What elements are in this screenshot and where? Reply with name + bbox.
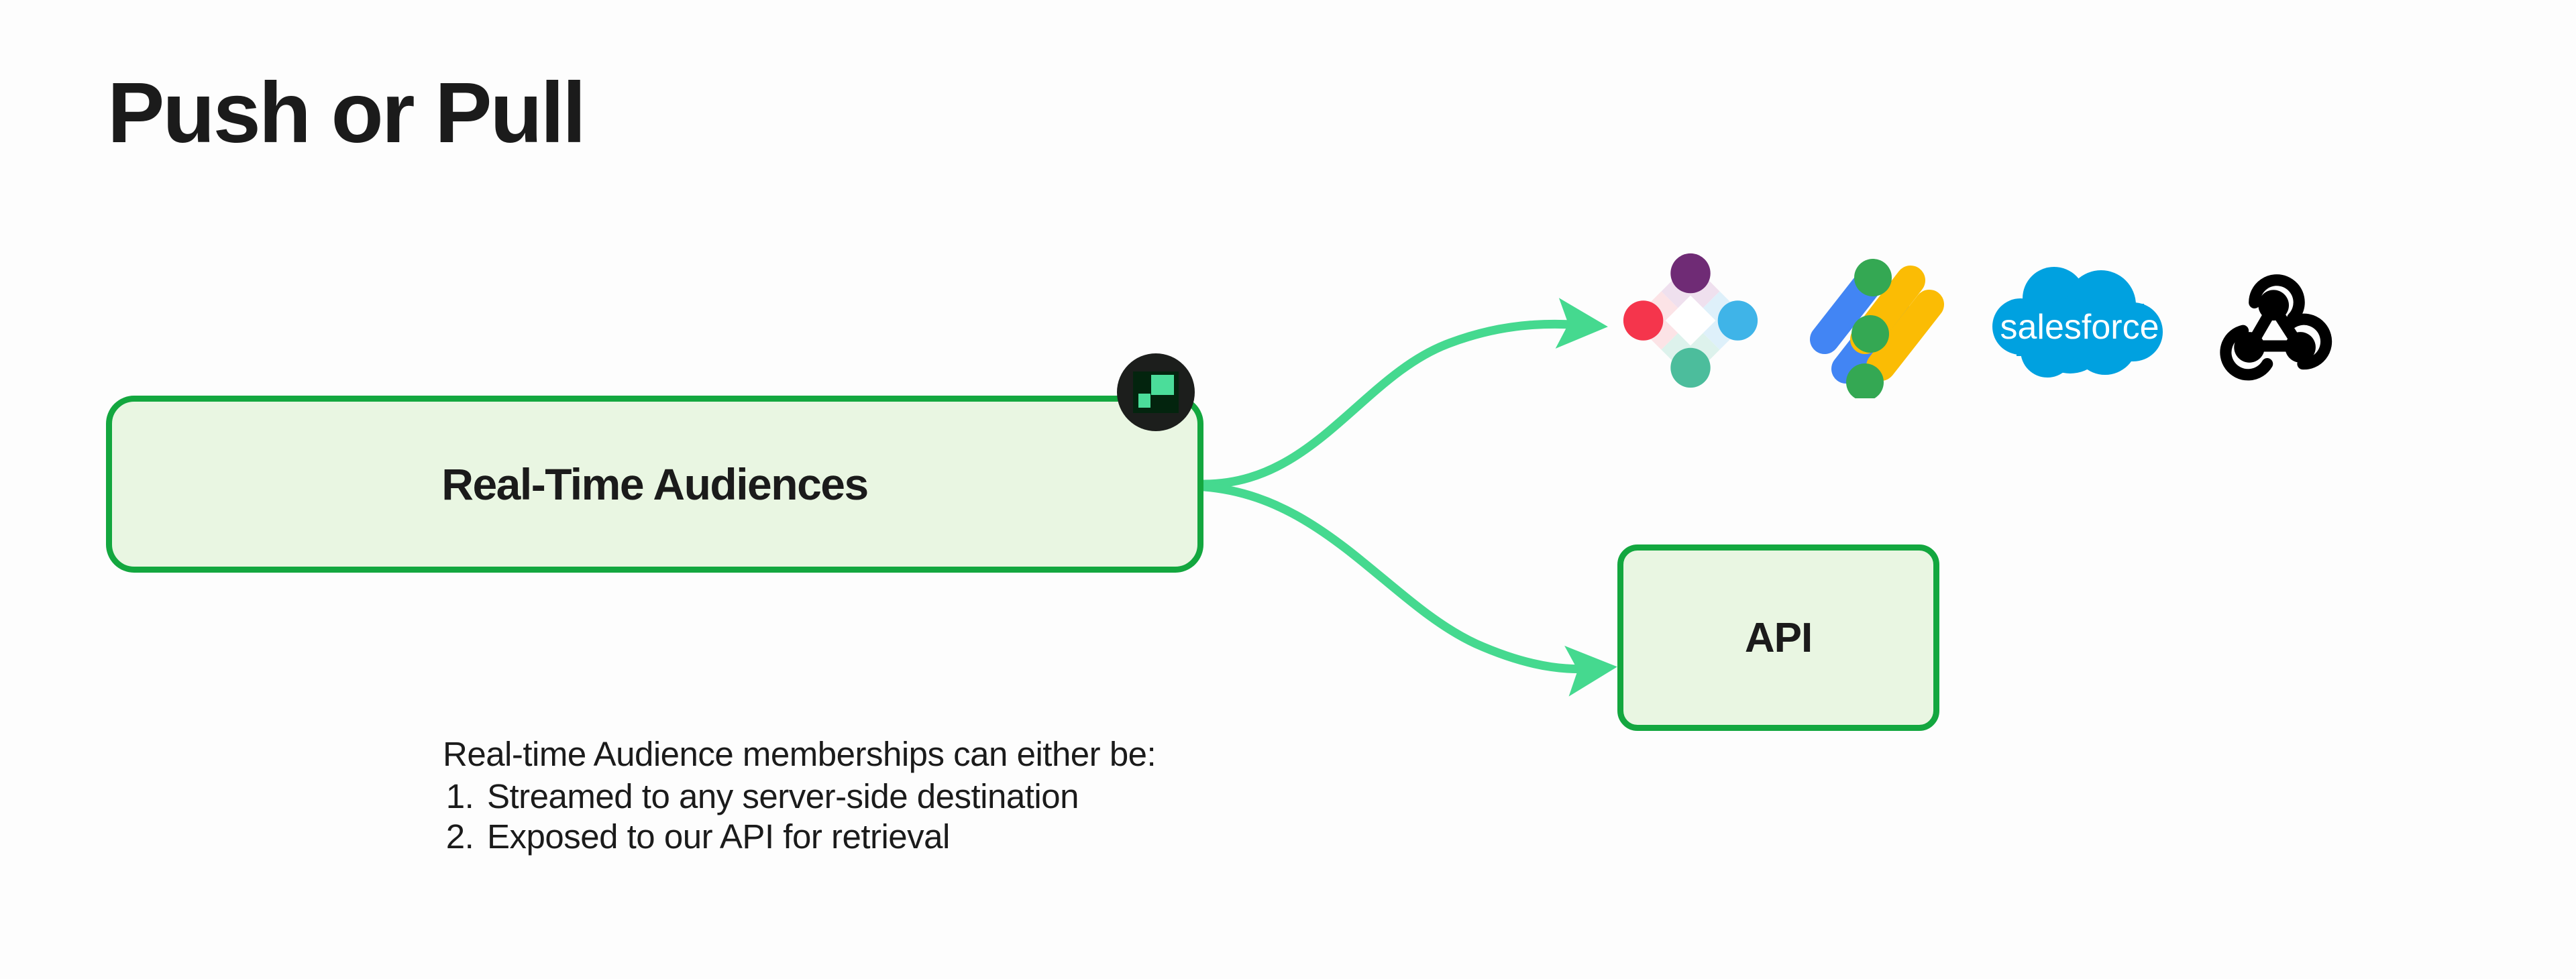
- arrow-to-destinations: [1199, 298, 1608, 489]
- segment-logo-mark: [1133, 371, 1179, 413]
- segment-logo-square-small: [1138, 394, 1150, 408]
- google-marketing-platform-logo-icon: [1810, 258, 1944, 398]
- destination-logo-row: salesforce: [1617, 231, 2375, 409]
- card-real-time-audiences[interactable]: Real-Time Audiences: [106, 396, 1203, 573]
- segment-logo-square-large: [1151, 375, 1174, 395]
- webhook-logo-icon: [2220, 274, 2332, 380]
- card-real-time-audiences-label: Real-Time Audiences: [441, 459, 869, 509]
- caption-list: Streamed to any server-side destination …: [443, 776, 1156, 857]
- salesforce-wordmark: salesforce: [2000, 308, 2159, 347]
- card-api[interactable]: API: [1617, 544, 1939, 731]
- card-api-label: API: [1744, 614, 1813, 661]
- caption-block: Real-time Audience memberships can eithe…: [443, 734, 1157, 858]
- list-item: Exposed to our API for retrieval: [483, 817, 1156, 857]
- salesforce-logo-icon: salesforce: [1992, 266, 2163, 378]
- arrow-to-api: [1199, 482, 1617, 697]
- page-title: Push or Pull: [107, 65, 586, 161]
- caption-lead: Real-time Audience memberships can eithe…: [443, 735, 1157, 773]
- braze-logo-icon: [1623, 253, 1758, 388]
- list-item: Streamed to any server-side destination: [483, 776, 1156, 817]
- segment-logo-icon: [1117, 353, 1195, 431]
